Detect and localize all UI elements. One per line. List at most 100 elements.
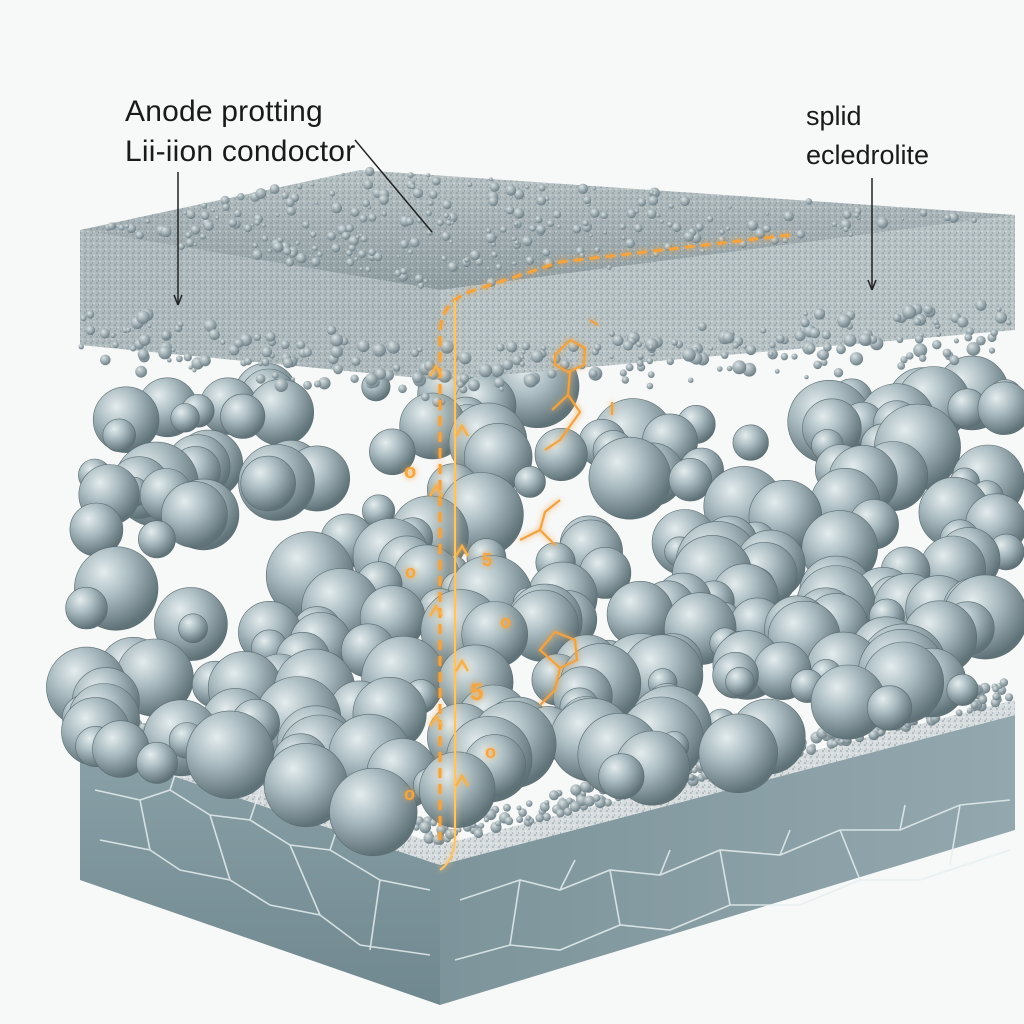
particle-sphere — [732, 424, 769, 461]
granule — [464, 257, 470, 263]
ion-marker-digit: 5 — [470, 679, 483, 706]
granule — [426, 173, 431, 178]
granule — [536, 195, 547, 206]
granule — [800, 318, 810, 328]
granule — [843, 226, 849, 232]
particle-sphere — [866, 685, 913, 731]
granule — [582, 220, 589, 227]
granule — [514, 240, 519, 246]
granule — [449, 239, 453, 244]
particle-sphere — [725, 666, 755, 697]
granule — [381, 211, 387, 217]
granule — [769, 342, 776, 349]
granule — [285, 197, 295, 207]
granule — [722, 331, 735, 344]
granule — [183, 211, 188, 215]
granule — [251, 223, 255, 227]
granule — [130, 345, 137, 352]
granule — [782, 237, 789, 244]
granule — [646, 357, 653, 365]
bead — [688, 774, 695, 780]
granule — [489, 177, 493, 182]
granule — [467, 181, 473, 187]
granule — [791, 353, 798, 360]
granule — [542, 248, 551, 257]
granule — [652, 191, 657, 196]
granule — [505, 184, 517, 196]
bead — [839, 738, 845, 745]
granule — [488, 196, 499, 207]
bead — [525, 800, 533, 807]
ion-arrow — [454, 773, 470, 787]
granule — [211, 208, 215, 213]
granule — [523, 373, 538, 388]
granule — [425, 210, 432, 217]
granule — [706, 215, 714, 223]
granule — [732, 342, 739, 349]
particle-sphere — [946, 673, 979, 706]
granule — [199, 233, 206, 240]
granule — [560, 360, 570, 370]
granule — [243, 357, 252, 366]
bead — [970, 700, 979, 709]
granule — [309, 231, 317, 238]
granule — [697, 322, 707, 332]
granule — [441, 231, 451, 241]
bead — [556, 809, 565, 818]
granule — [267, 248, 273, 254]
granule — [447, 261, 458, 272]
li-ion-conduction-path: 5 5 o o o o o — [404, 233, 791, 871]
granule — [932, 340, 942, 350]
granule — [201, 202, 208, 209]
granule — [919, 354, 927, 362]
granule — [695, 223, 704, 231]
granule — [511, 355, 523, 366]
granule — [577, 183, 589, 194]
granule — [326, 325, 337, 336]
granule — [209, 329, 220, 340]
granule — [445, 219, 452, 226]
granule — [409, 237, 420, 248]
granule — [820, 359, 828, 366]
granule — [186, 210, 196, 220]
granule — [261, 235, 268, 242]
granule — [765, 212, 770, 216]
granule — [513, 207, 525, 219]
granule — [996, 306, 1002, 312]
granule — [302, 347, 312, 357]
granule — [957, 316, 969, 328]
bead — [569, 801, 581, 812]
granule — [836, 344, 846, 355]
granule — [363, 179, 373, 190]
granule — [609, 354, 614, 359]
granule — [877, 217, 888, 229]
granule — [813, 308, 826, 320]
granule — [261, 358, 270, 367]
granule — [282, 357, 294, 369]
granule — [469, 250, 481, 261]
granule — [357, 340, 370, 353]
bead — [691, 766, 698, 774]
particle-sphere — [419, 751, 496, 828]
granule — [285, 257, 295, 267]
granule — [161, 330, 171, 340]
granule — [302, 221, 310, 229]
granule — [427, 200, 434, 206]
granule — [441, 255, 447, 262]
granule — [831, 221, 837, 227]
granule — [709, 346, 714, 351]
granule — [467, 379, 480, 392]
granule — [964, 333, 973, 342]
bead — [992, 692, 1000, 701]
granule — [417, 282, 425, 289]
granule — [668, 203, 674, 209]
granule — [400, 267, 408, 275]
granule — [485, 232, 497, 244]
granule — [817, 349, 830, 361]
granule — [215, 215, 220, 220]
bead — [542, 812, 551, 822]
granule — [848, 232, 853, 237]
granule — [590, 208, 600, 218]
granule — [634, 223, 643, 233]
solid-label: splid — [806, 101, 862, 131]
